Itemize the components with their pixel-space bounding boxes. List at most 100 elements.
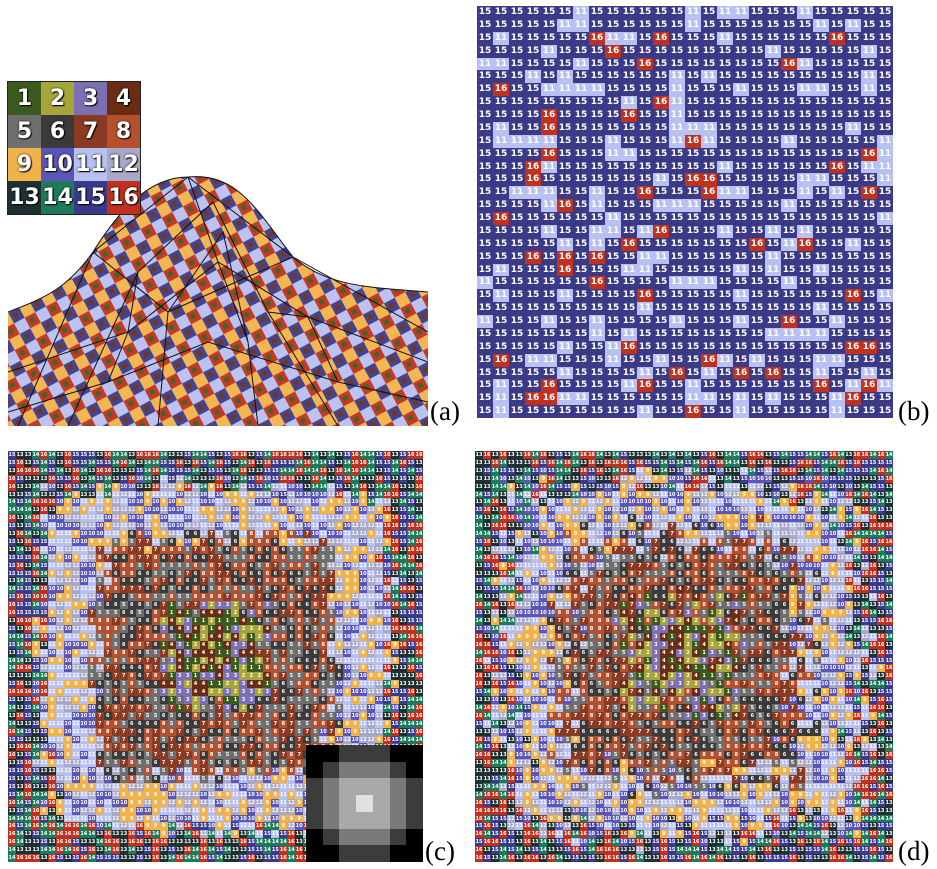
tile-cell: 11 bbox=[611, 490, 620, 499]
tile-cell: 11 bbox=[191, 514, 200, 523]
tile-cell: 15 bbox=[573, 173, 589, 187]
tile-cell: 15 bbox=[399, 530, 408, 538]
tile-cell: 10 bbox=[539, 569, 548, 578]
tile-cell: 14 bbox=[191, 451, 200, 459]
kernel-cell bbox=[339, 828, 357, 846]
tile-cell: 15 bbox=[525, 327, 541, 341]
tile-cell: 15 bbox=[589, 302, 605, 315]
tile-cell: 15 bbox=[684, 458, 693, 467]
tile-cell: 11 bbox=[39, 648, 48, 657]
tile-cell: 15 bbox=[701, 199, 717, 212]
tile-cell: 11 bbox=[797, 327, 813, 341]
tile-cell: 15 bbox=[415, 616, 423, 625]
tile-cell: 7 bbox=[732, 648, 741, 657]
tile-cell: 14 bbox=[15, 632, 24, 641]
tile-cell: 8 bbox=[692, 561, 701, 570]
tile-cell: 1 bbox=[207, 664, 216, 673]
tile-cell: 12 bbox=[103, 545, 112, 554]
tile-cell: 16 bbox=[15, 688, 24, 697]
tile-cell: 15 bbox=[733, 134, 749, 148]
tile-cell: 7 bbox=[287, 719, 296, 728]
tile-cell: 14 bbox=[571, 490, 580, 499]
tile-cell: 3 bbox=[231, 640, 240, 649]
tile-cell: 7 bbox=[571, 648, 580, 657]
tile-cell: 7 bbox=[127, 585, 136, 594]
tile-cell: 7 bbox=[579, 616, 588, 625]
tile-cell: 6 bbox=[159, 553, 168, 562]
tile-cell: 10 bbox=[772, 514, 781, 523]
tile-cell: 3 bbox=[659, 640, 668, 649]
tile-cell: 16 bbox=[279, 451, 288, 459]
tile-cell: 13 bbox=[603, 451, 612, 459]
tile-cell: 11 bbox=[343, 696, 352, 704]
tile-cell: 8 bbox=[311, 601, 320, 610]
tile-cell: 9 bbox=[595, 490, 604, 499]
tile-cell: 5 bbox=[223, 553, 232, 562]
tile-cell: 15 bbox=[860, 553, 869, 562]
tile-cell: 12 bbox=[491, 609, 500, 617]
tile-cell: 12 bbox=[191, 522, 200, 531]
tile-cell: 15 bbox=[813, 6, 829, 19]
tile-cell: 5 bbox=[780, 553, 789, 562]
tile-cell: 15 bbox=[717, 276, 733, 290]
tile-cell: 11 bbox=[820, 569, 829, 578]
tile-cell: 16 bbox=[31, 814, 40, 823]
tile-cell: 15 bbox=[555, 451, 564, 459]
tile-cell: 9 bbox=[295, 537, 304, 546]
tile-cell: 15 bbox=[589, 44, 605, 58]
tile-cell: 4 bbox=[263, 672, 272, 681]
kernel-cell bbox=[372, 845, 390, 862]
tile-cell: 9 bbox=[111, 482, 120, 491]
tile-cell: 14 bbox=[183, 474, 192, 483]
tile-cell: 8 bbox=[119, 743, 128, 752]
tile-cell: 12 bbox=[135, 782, 144, 791]
tile-cell: 6 bbox=[135, 727, 144, 736]
tile-cell: 1 bbox=[247, 632, 256, 641]
tile-cell: 10 bbox=[63, 790, 72, 799]
tile-cell: 15 bbox=[877, 353, 893, 367]
tile-cell: 15 bbox=[531, 466, 540, 475]
tile-cell: 11 bbox=[191, 775, 200, 783]
tile-cell: 15 bbox=[717, 327, 733, 341]
tile-cell: 15 bbox=[861, 18, 877, 32]
tile-cell: 6 bbox=[231, 727, 240, 736]
tile-cell: 10 bbox=[531, 506, 540, 515]
tile-cell: 15 bbox=[829, 263, 845, 277]
tile-cell: 13 bbox=[119, 830, 128, 839]
tile-cell: 15 bbox=[541, 237, 557, 251]
tile-cell: 10 bbox=[247, 790, 256, 799]
tile-cell: 9 bbox=[55, 553, 64, 562]
tile-cell: 6 bbox=[95, 751, 104, 760]
tile-cell: 13 bbox=[39, 474, 48, 483]
tile-cell: 1 bbox=[183, 609, 192, 617]
tile-cell: 7 bbox=[215, 561, 224, 570]
tile-cell: 8 bbox=[748, 593, 757, 602]
tile-cell: 10 bbox=[748, 474, 757, 483]
tile-cell: 9 bbox=[343, 585, 352, 594]
tile-cell: 11 bbox=[804, 624, 813, 633]
tile-cell: 11 bbox=[667, 498, 676, 507]
tile-cell: 15 bbox=[589, 96, 605, 109]
tile-cell: 12 bbox=[167, 798, 176, 807]
tile-cell: 10 bbox=[627, 498, 636, 507]
tile-cell: 15 bbox=[477, 250, 493, 264]
tile-cell: 11 bbox=[151, 490, 160, 499]
tile-cell: 12 bbox=[804, 593, 813, 602]
tile-cell: 12 bbox=[287, 822, 296, 831]
tile-cell: 16 bbox=[852, 585, 861, 594]
tile-cell: 9 bbox=[143, 782, 152, 791]
tile-cell: 4 bbox=[716, 656, 725, 665]
tile-cell: 15 bbox=[605, 289, 621, 303]
tile-cell: 1 bbox=[263, 680, 272, 689]
tile-cell: 14 bbox=[279, 466, 288, 475]
tile-cell: 15 bbox=[415, 601, 423, 610]
tile-cell: 10 bbox=[271, 798, 280, 807]
tile-cell: 2 bbox=[692, 616, 701, 625]
tile-cell: 15 bbox=[509, 70, 525, 84]
tile-cell: 10 bbox=[55, 585, 64, 594]
tile-cell: 8 bbox=[724, 585, 733, 594]
tile-cell: 12 bbox=[343, 616, 352, 625]
tile-cell: 11 bbox=[47, 640, 56, 649]
tile-cell: 7 bbox=[183, 569, 192, 578]
tile-cell: 5 bbox=[659, 569, 668, 578]
